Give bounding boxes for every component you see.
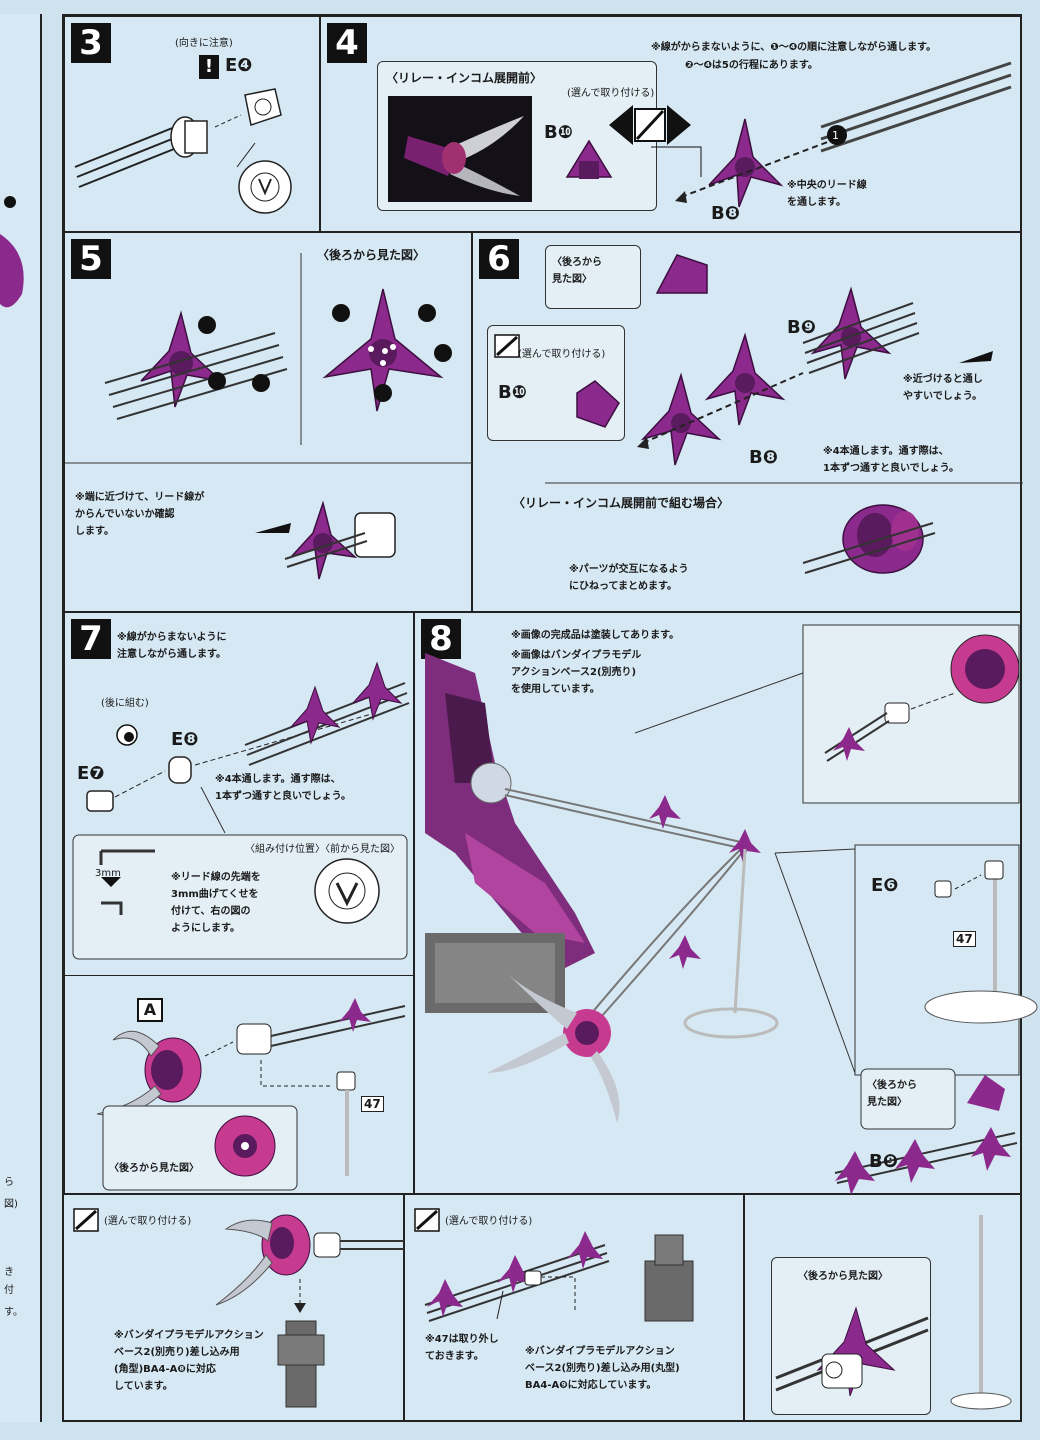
later-label: (後に組む): [101, 698, 149, 709]
bend-note: ※リード線の先端を 3mm曲げてくせを 付けて、右の図の ようにします。: [171, 872, 261, 934]
back-view-label-s8: 〈後ろから 見た図〉: [867, 1080, 917, 1108]
strip-text-1: ら: [4, 1177, 14, 1188]
bottom-left-panel: (選んで取り付ける) ※バンダイプラモデルアクション ベース2(別売り)差し込み…: [64, 1194, 404, 1422]
instruction-sheet: 3 (向きに注意) ! E❹ 4 ※線がからまないように、❶〜❹の順に注意し: [62, 14, 1038, 1422]
relay-note-s6: ※パーツが交互になるよう にひねってまとめます。: [569, 564, 689, 592]
back-view-callout-s6: 〈後ろから 見た図〉: [545, 245, 641, 309]
step-7-illustration: [72, 661, 410, 960]
remove-47-note: ※47は取り外し ておきます。: [425, 1334, 499, 1362]
step-4-illustration: 1: [565, 61, 1012, 208]
check-note-s5: ※端に近づけて、リード線が からんでいないか確認 します。: [75, 492, 205, 537]
step-4-note-top-2: ❷〜❹は5の行程にあります。: [685, 60, 818, 71]
strip-text-3: き: [4, 1267, 14, 1278]
four-lines-note-s6: ※4本通します。通す際は、 1本ずつ通すと良いでしょう。: [823, 446, 960, 474]
relay-photo-caption: 〈リレー・インコム展開前〉: [386, 71, 543, 85]
previous-page-strip: ら 図) き 付 す。: [0, 14, 42, 1422]
step-8-number: 8: [421, 619, 461, 659]
back-view-label-s6: 〈後ろから 見た図〉: [552, 257, 602, 285]
step-8-illustration: [425, 624, 1038, 1195]
relay-photo: [388, 96, 532, 202]
caution-icon: !: [199, 55, 219, 79]
choose-label-s6: (選んで取り付ける): [518, 349, 606, 360]
relay-title-s6: 〈リレー・インコム展開前で組む場合〉: [513, 496, 730, 510]
step-6-illustration: [494, 254, 1023, 574]
base-note-bottom-left: ※バンダイプラモデルアクション ベース2(別売り)差し込み用 (角型)BA4-A…: [114, 1330, 264, 1392]
part-e8-label: E❽: [171, 729, 199, 750]
step-4-note-top-1: ※線がからまないように、❶〜❹の順に注意しながら通します。: [651, 42, 937, 53]
step-7-number: 7: [71, 619, 111, 659]
strip-text-5: す。: [4, 1307, 23, 1318]
strip-text-4: 付: [4, 1285, 14, 1296]
bottom-right-panel: (選んで取り付ける) ※47は取り外し ておきます。 ※バンダイプラモデルアクシ…: [404, 1194, 744, 1422]
part-b9-label-s6: B❾: [787, 317, 816, 338]
section-a-panel: A 47 〈後ろから見た図〉: [64, 976, 414, 1194]
section-a-illustration: [96, 998, 406, 1191]
step-6-panel: 6 〈後ろから 見た図〉 (選んで取り付ける) B❿: [472, 232, 1023, 612]
step-5-illustration: [65, 253, 473, 580]
stand-illustration: [950, 1215, 1012, 1410]
relay-photo-callout: 〈リレー・インコム展開前〉 B❿: [377, 61, 657, 211]
step-8-panel: 8 ※画像の完成品は塗装してあります。 ※画像はバンダイプラモデル アクションベ…: [414, 612, 1038, 1195]
choose-label-bottom-right: (選んで取り付ける): [445, 1216, 533, 1227]
near-note-s6: ※近づけると通し やすいでしょう。: [903, 374, 983, 402]
step-3-panel: 3 (向きに注意) ! E❹: [64, 16, 320, 232]
part-e6-label: E❻: [871, 875, 899, 896]
bottom-far-right-panel: 〈後ろから見た図〉: [744, 1194, 1022, 1422]
choose-label-bottom-left: (選んで取り付ける): [104, 1216, 192, 1227]
section-a-label: A: [137, 998, 163, 1022]
step-3-number: 3: [71, 23, 111, 63]
back-view-label-2: 〈後ろから見た図〉: [798, 1271, 888, 1282]
base-note-bottom-right: ※バンダイプラモデルアクション ベース2(別売り)差し込み用(丸型) BA4-A…: [525, 1346, 680, 1391]
strip-text-2: 図): [4, 1199, 18, 1210]
part-b8-label: B❽: [711, 203, 740, 224]
back-view-label-a: 〈後ろから見た図〉: [109, 1163, 199, 1174]
step-6-number: 6: [479, 239, 519, 279]
part-b8-label-s6: B❽: [749, 447, 778, 468]
step-4-panel: 4 ※線がからまないように、❶〜❹の順に注意しながら通します。 ❷〜❹は5の行程…: [320, 16, 1022, 232]
part-47-label-s8: 47: [953, 931, 976, 947]
part-b10-label-s6: B❿: [498, 382, 527, 403]
step-3-illustration: [74, 88, 292, 214]
paint-note: ※画像の完成品は塗装してあります。: [511, 630, 680, 641]
step-7-note-top: ※線がからまないように 注意しながら通します。: [117, 632, 227, 660]
center-lead-note: ※中央のリード線 を通します。: [787, 180, 867, 208]
bend-size: 3mm: [95, 868, 121, 879]
strip-figure: [0, 196, 24, 308]
bottom-right-illustration: [414, 1208, 694, 1322]
svg-text:1: 1: [832, 129, 839, 142]
base-note: ※画像はバンダイプラモデル アクションベース2(別売り) を使用しています。: [511, 650, 642, 695]
bottom-left-illustration: [73, 1208, 404, 1408]
step-7-panel: 7 ※線がからまないように 注意しながら通します。 (後に組む): [64, 612, 414, 976]
part-b9-label-s8: B❾: [869, 1151, 898, 1172]
step-5-number: 5: [71, 239, 111, 279]
back-view-callout-2: 〈後ろから見た図〉: [771, 1257, 931, 1415]
part-47-label-a: 47: [361, 1096, 384, 1112]
position-caption: 〈組み付け位置〉〈前から見た図〉: [245, 844, 400, 855]
caution-label: (向きに注意): [175, 38, 233, 49]
four-lines-note-s7: ※4本通します。通す際は、 1本ずつ通すと良いでしょう。: [215, 774, 352, 802]
back-view-label-s5: 〈後ろから見た図〉: [317, 248, 426, 262]
part-e4-label: E❹: [225, 55, 253, 76]
part-e7-label: E❼: [77, 763, 105, 784]
step-5-panel: 5 〈後ろから見た図〉: [64, 232, 473, 612]
part-b10-label: B❿: [544, 122, 573, 143]
choose-label-s4: (選んで取り付ける): [567, 88, 655, 99]
step-4-number: 4: [327, 23, 367, 63]
